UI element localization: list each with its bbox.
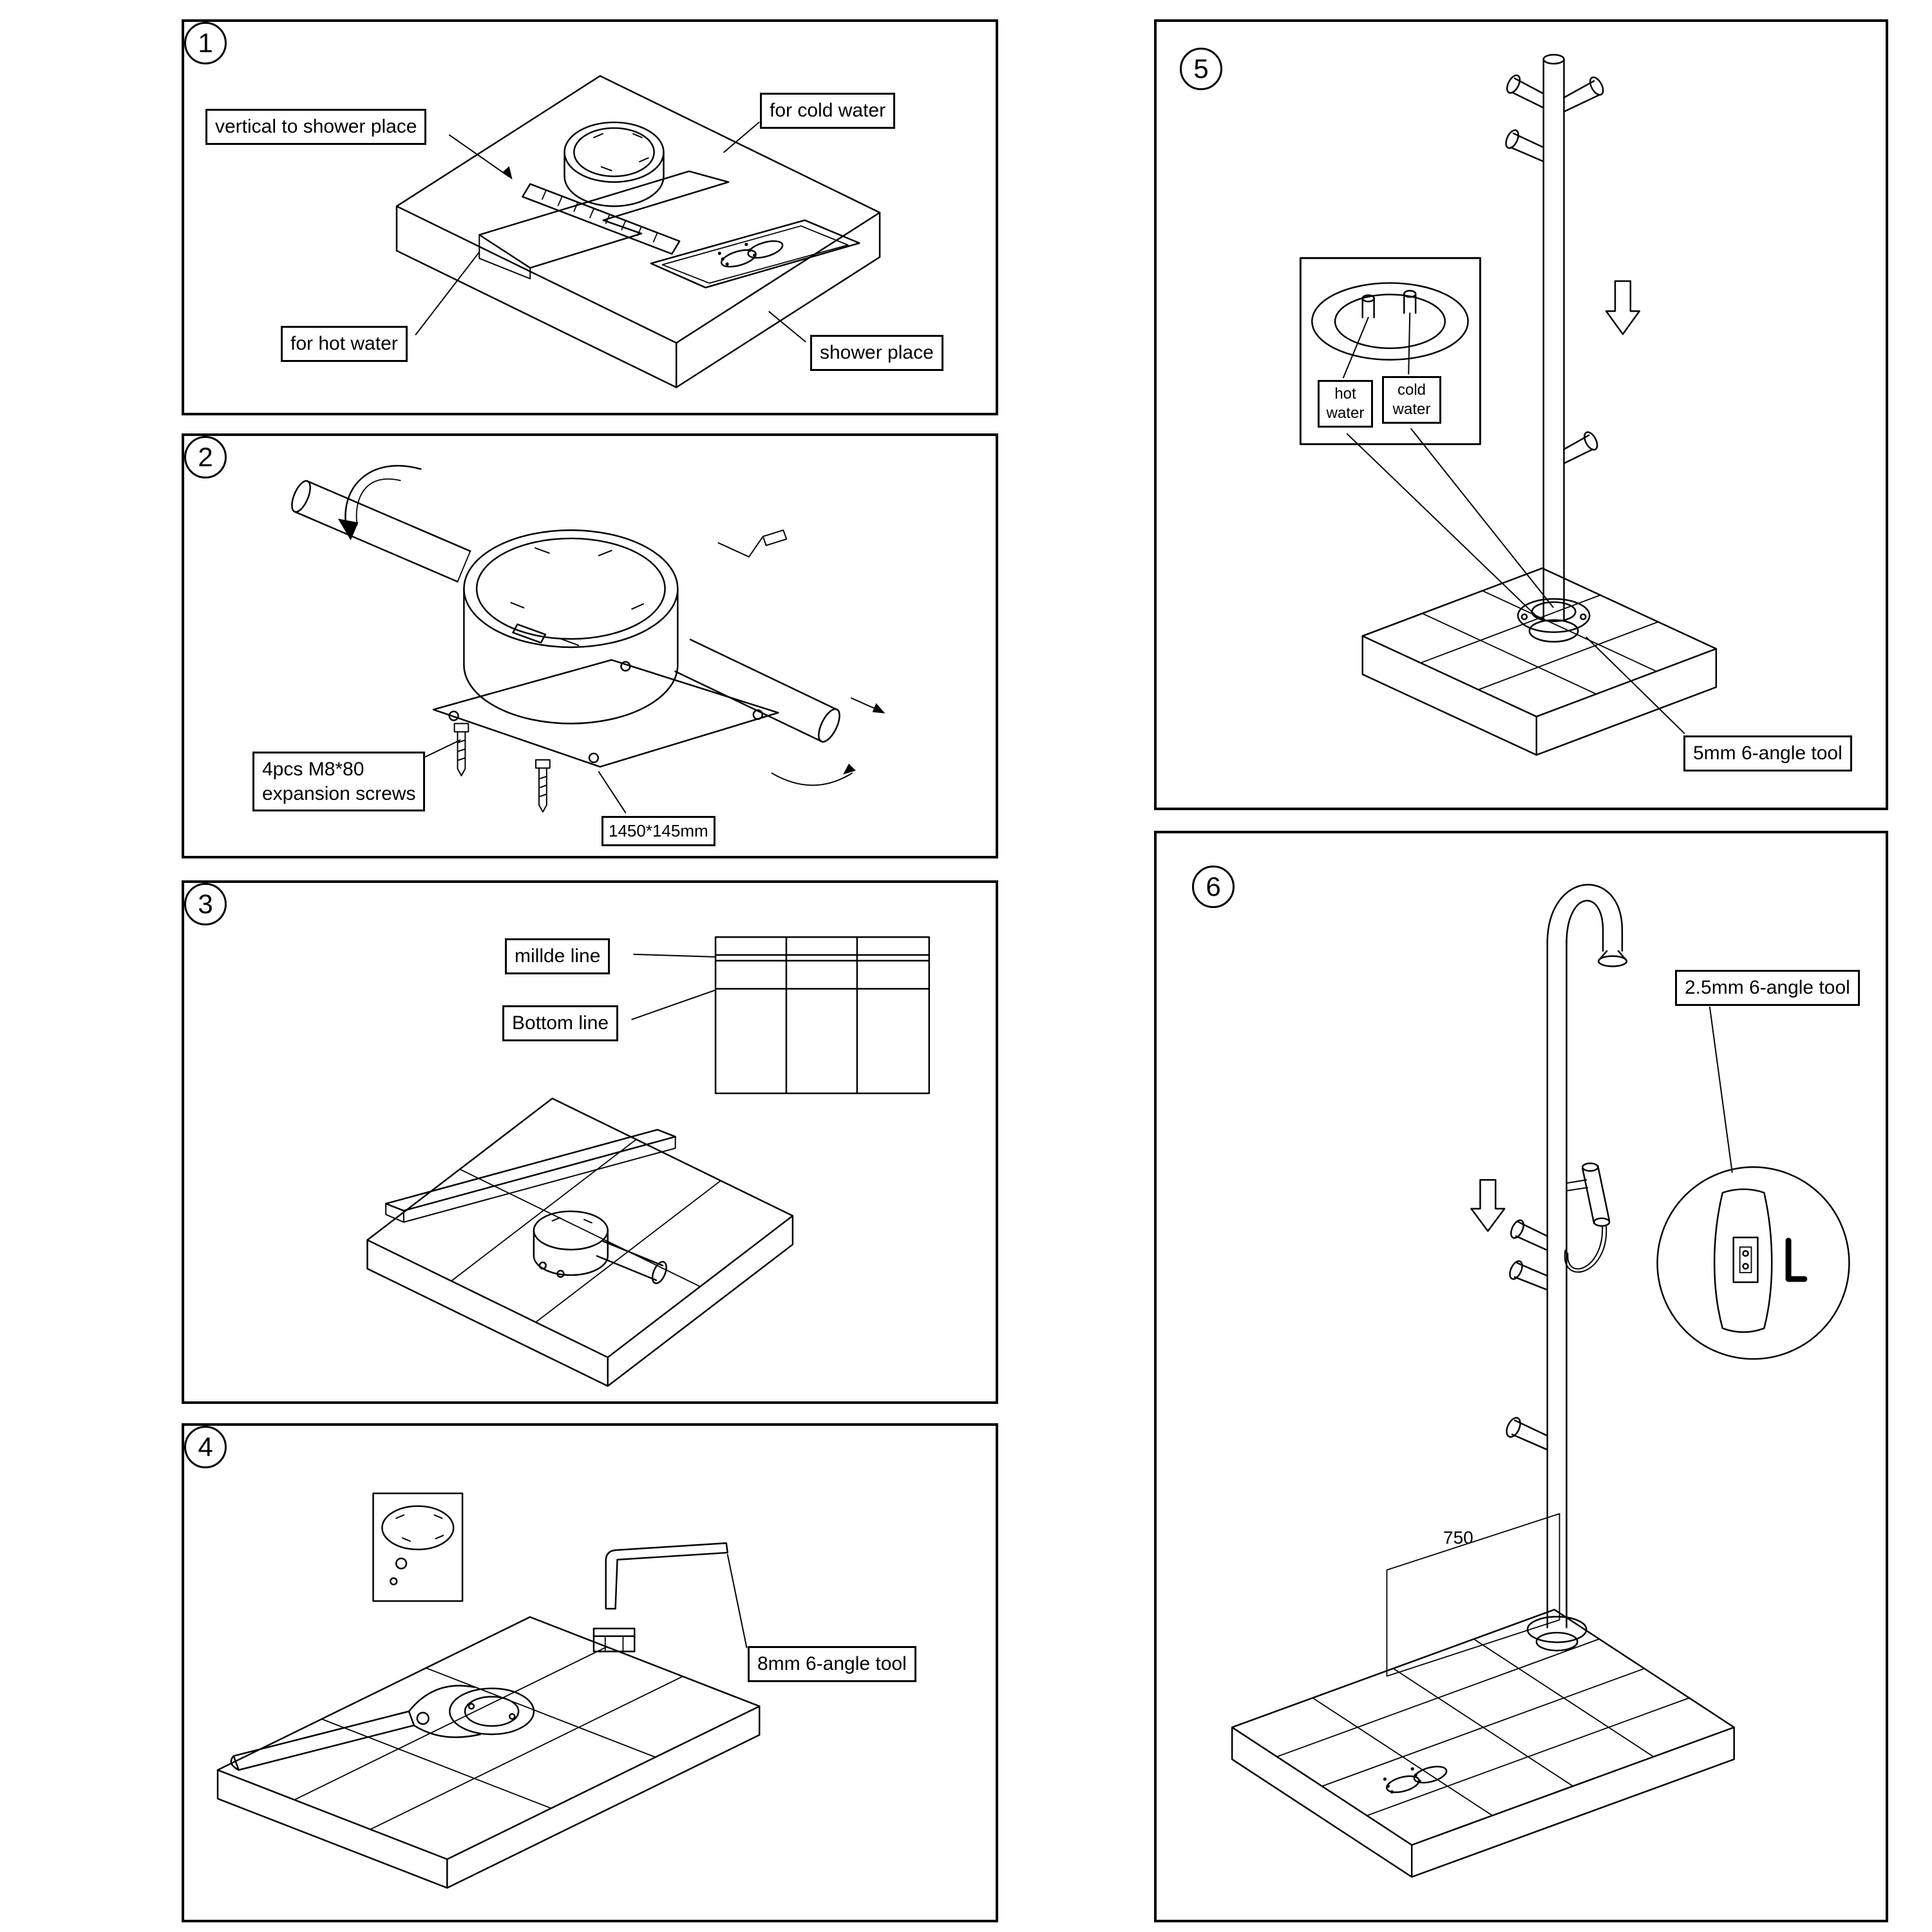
base-flange bbox=[449, 1687, 535, 1736]
label-expansion-screws-line1: 4pcs M8*80 bbox=[262, 759, 365, 780]
valve-body bbox=[533, 1210, 667, 1284]
step-number-badge: 4 bbox=[184, 1426, 227, 1468]
shower-column bbox=[1505, 53, 1604, 621]
hex-key bbox=[605, 1542, 729, 1610]
label-dimension: 1450*145mm bbox=[601, 816, 715, 846]
label-expansion-screws-line2: expansion screws bbox=[262, 782, 416, 804]
step1-drawing bbox=[395, 75, 881, 388]
rotate-arrow-icon bbox=[337, 465, 422, 541]
valve-body bbox=[564, 121, 665, 207]
panel-step-5: 5 hot water cold water 5mm 6-angle tool bbox=[1154, 19, 1888, 810]
step6-drawing bbox=[1231, 884, 1850, 1878]
shower-column bbox=[1546, 884, 1628, 1629]
label-for-hot-water: for hot water bbox=[281, 326, 408, 362]
step-number-badge: 2 bbox=[184, 436, 227, 478]
label-middle-line: millde line bbox=[505, 938, 611, 974]
label-vertical-to-shower-place: vertical to shower place bbox=[205, 109, 427, 145]
mounting-plate bbox=[432, 659, 779, 768]
panel-step-3: 3 millde line Bottom line bbox=[182, 880, 998, 1404]
inlet-pipe-left bbox=[291, 480, 471, 583]
step2-illustration bbox=[291, 465, 886, 813]
label-cold-water: cold water bbox=[1382, 376, 1441, 424]
step4-illustration bbox=[216, 1492, 761, 1889]
down-arrow-icon bbox=[1605, 280, 1640, 336]
panel-step-4: 4 8mm 6-angle tool bbox=[182, 1423, 998, 1922]
panel-step-6: 6 2.5mm 6-angle tool 750 bbox=[1154, 831, 1888, 1922]
step4-drawing bbox=[216, 1492, 761, 1889]
floor-slab bbox=[366, 1097, 794, 1387]
base-flange bbox=[1517, 598, 1591, 643]
flange-top-view-inset bbox=[1299, 257, 1481, 446]
step5-illustration bbox=[1299, 53, 1718, 756]
label-5mm-tool: 5mm 6-angle tool bbox=[1683, 735, 1852, 772]
step-number-badge: 6 bbox=[1192, 866, 1235, 908]
adapter-part bbox=[592, 1627, 636, 1653]
tiled-base bbox=[1231, 1609, 1735, 1878]
detail-circle bbox=[1656, 1166, 1850, 1360]
label-dimension-750: 750 bbox=[1443, 1528, 1473, 1548]
panel-step-2: 2 4pcs M8*80 expansion screws 1450*145mm bbox=[182, 433, 998, 858]
swing-arrow-icon bbox=[771, 763, 856, 786]
step3-drawing bbox=[366, 936, 931, 1387]
expansion-screws bbox=[453, 723, 551, 813]
footprints bbox=[1383, 1765, 1448, 1794]
ruler bbox=[522, 183, 681, 255]
label-hot-water: hot water bbox=[1318, 380, 1373, 428]
tiled-base bbox=[1361, 567, 1718, 756]
label-bottom-line: Bottom line bbox=[502, 1005, 619, 1041]
step-number-badge: 3 bbox=[184, 883, 227, 925]
floor-slab bbox=[216, 1616, 761, 1889]
dimension-plane bbox=[1386, 1513, 1560, 1677]
tile-elevation bbox=[714, 936, 931, 1094]
label-2-5mm-tool: 2.5mm 6-angle tool bbox=[1675, 970, 1860, 1006]
step-number-badge: 5 bbox=[1180, 48, 1222, 90]
slide-arrow-icon bbox=[851, 697, 886, 714]
step2-drawing bbox=[291, 465, 886, 813]
label-shower-place: shower place bbox=[810, 335, 943, 371]
valve-top-view bbox=[372, 1492, 464, 1602]
step-number-badge: 1 bbox=[184, 22, 227, 64]
panel-step-1: 1 vertical to shower place for cold wate… bbox=[182, 19, 998, 415]
down-arrow-icon bbox=[1470, 1179, 1506, 1232]
hand-shower bbox=[1564, 1162, 1611, 1273]
wrench bbox=[230, 1685, 482, 1771]
outlet-pipe-right bbox=[674, 638, 840, 743]
side-connectors bbox=[1506, 1219, 1548, 1451]
step1-illustration bbox=[395, 75, 881, 388]
base-flange bbox=[1526, 1616, 1587, 1652]
leveling-beam bbox=[384, 1128, 676, 1223]
label-expansion-screws: 4pcs M8*80 expansion screws bbox=[252, 752, 426, 811]
valve-body bbox=[463, 529, 679, 724]
shower-place-plate bbox=[650, 219, 860, 289]
step5-drawing bbox=[1299, 53, 1718, 756]
label-8mm-tool: 8mm 6-angle tool bbox=[748, 1646, 916, 1682]
label-for-cold-water: for cold water bbox=[760, 93, 896, 129]
step3-illustration bbox=[366, 936, 931, 1387]
step6-illustration bbox=[1231, 884, 1850, 1878]
